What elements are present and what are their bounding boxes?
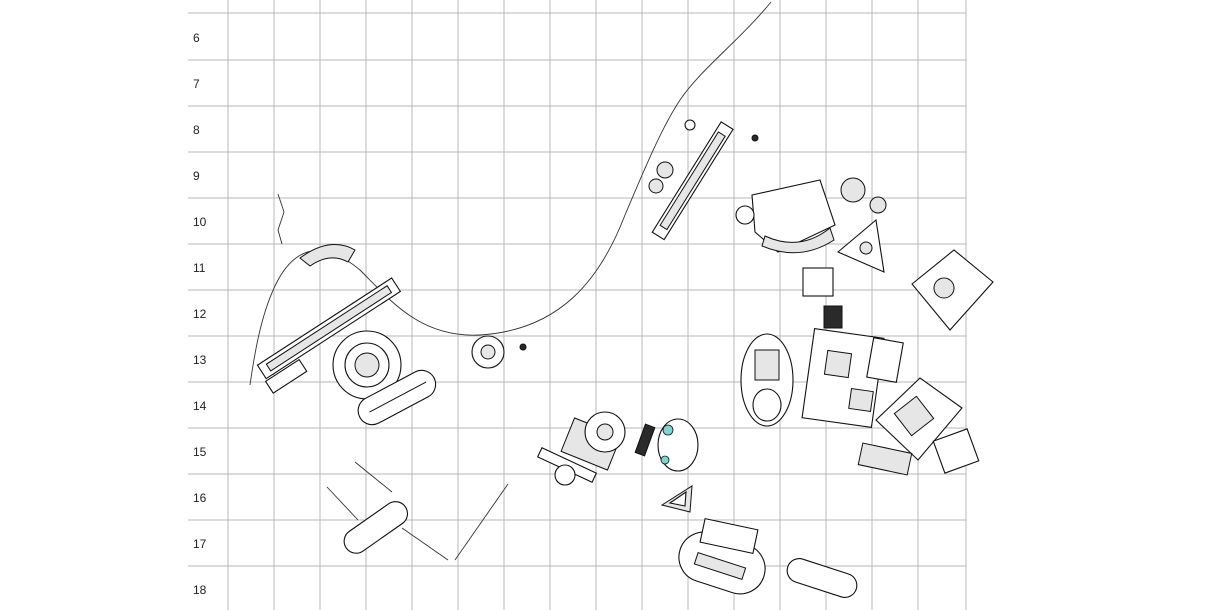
south-stadium [786, 558, 858, 598]
east-triangle-temple [836, 218, 885, 273]
row-label: 16 [193, 491, 207, 505]
row-label: 11 [193, 261, 206, 275]
southeast-forum [857, 377, 980, 476]
row-label: 17 [193, 537, 207, 551]
oval-arena [740, 333, 794, 427]
grid-lines [188, 0, 967, 610]
west-complex [256, 277, 402, 394]
long-hall-colonnade [265, 285, 393, 372]
teal-complex [634, 418, 699, 472]
boundary-short-line [277, 193, 285, 245]
row-label: 13 [193, 353, 207, 367]
triangle-temple [660, 485, 693, 513]
row-label: 14 [193, 399, 207, 413]
boundary-curve [249, 1, 772, 386]
southwest-stadium [343, 501, 409, 554]
row-label: 9 [193, 169, 200, 183]
row-label: 6 [193, 31, 200, 45]
south-circus [678, 517, 766, 595]
rotunda-small [471, 335, 527, 369]
northeast-stadium [735, 177, 887, 254]
central-forum [536, 411, 626, 486]
row-label: 12 [193, 307, 207, 321]
row-label: 15 [193, 445, 207, 459]
row-labels: 6 7 8 9 10 11 12 13 14 15 16 17 18 [193, 31, 207, 597]
curved-arcade [299, 244, 356, 267]
north-cluster [648, 119, 759, 194]
row-label: 18 [193, 583, 207, 597]
hall-annex [264, 358, 308, 394]
east-square-temple [911, 249, 994, 331]
southwest-colonnade [326, 461, 509, 561]
circus-west [357, 369, 437, 426]
dense-city-block [801, 267, 904, 429]
row-label: 7 [193, 77, 200, 91]
row-label: 10 [193, 215, 207, 229]
row-label: 8 [193, 123, 200, 137]
north-basilica [651, 121, 734, 241]
